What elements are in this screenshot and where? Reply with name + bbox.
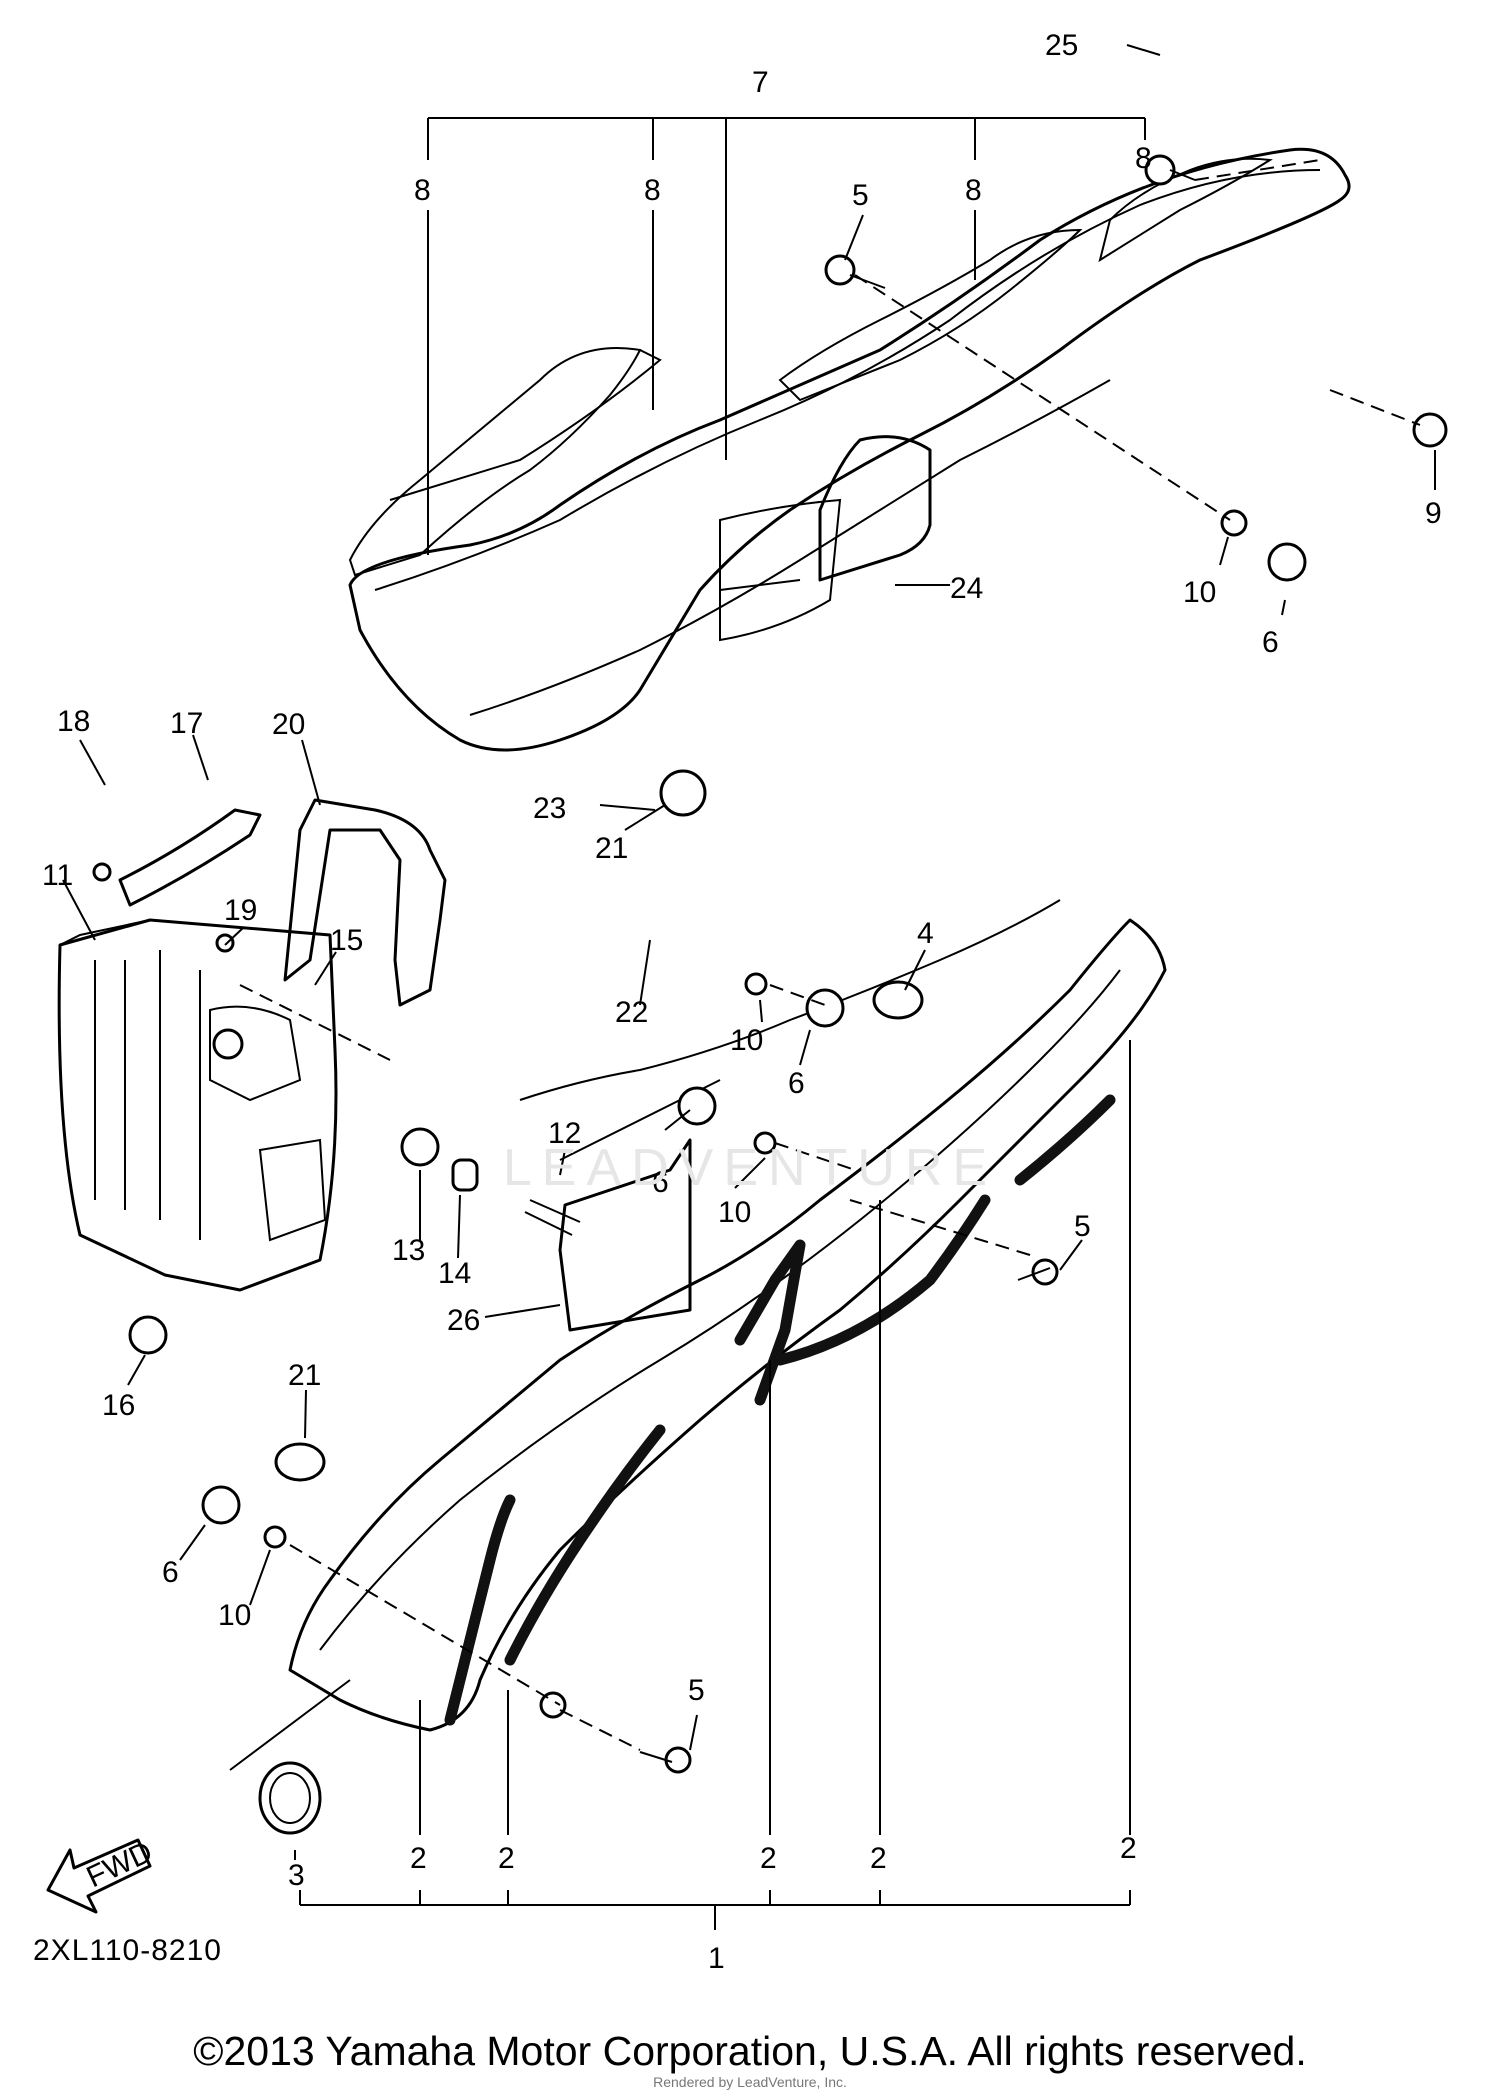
protector: [558, 1138, 692, 1332]
upper-side-cover: [348, 147, 1351, 752]
callout-11: 11: [42, 859, 73, 892]
callout-6-a: 6: [1262, 626, 1279, 659]
callout-21-a: 21: [595, 832, 628, 865]
callout-8-b: 8: [644, 174, 661, 207]
callout-10-a: 10: [1183, 576, 1216, 609]
watermark: LEADVENTURE: [502, 1139, 998, 1197]
callout-10-d: 10: [218, 1599, 251, 1632]
callout-10-b: 10: [730, 1024, 763, 1057]
drawing-code: 2XL110-8210: [33, 1934, 222, 1967]
callout-2-a: 2: [410, 1842, 427, 1875]
bracket: [283, 798, 447, 1007]
callout-24: 24: [950, 572, 983, 605]
callout-9: 9: [1425, 497, 1442, 530]
callout-2-b: 2: [498, 1842, 515, 1875]
copyright-notice: ©2013 Yamaha Motor Corporation, U.S.A. A…: [193, 2028, 1307, 2074]
trim-stripes: [444, 1094, 1116, 1726]
callouts: 25 7 8 8 8 8 5 9 10 6 24 18 17 20 11 19 …: [42, 29, 1442, 1975]
callout-8-c: 8: [965, 174, 982, 207]
callout-23: 23: [533, 792, 566, 825]
callout-6-b: 6: [788, 1067, 805, 1100]
fwd-arrow: FWD: [46, 1835, 158, 1914]
callout-20: 20: [272, 708, 305, 741]
fwd-label: FWD: [82, 1835, 158, 1894]
callout-4: 4: [917, 917, 934, 950]
callout-8-a: 8: [414, 174, 431, 207]
callout-2-d: 2: [870, 1842, 887, 1875]
callout-3: 3: [288, 1859, 305, 1892]
callout-14: 14: [438, 1257, 471, 1290]
callout-18: 18: [57, 705, 90, 738]
leader-lines: [62, 44, 1436, 1930]
callout-16: 16: [102, 1389, 135, 1422]
callout-13: 13: [392, 1234, 425, 1267]
callout-25: 25: [1045, 29, 1078, 62]
callout-2-e: 2: [1120, 1832, 1137, 1865]
callout-12: 12: [548, 1117, 581, 1150]
callout-2-c: 2: [760, 1842, 777, 1875]
strap: [118, 808, 262, 907]
callout-17: 17: [170, 707, 203, 740]
callout-8-d: 8: [1135, 142, 1152, 175]
callout-1: 1: [708, 1942, 725, 1975]
callout-6-d: 6: [162, 1556, 179, 1589]
battery-box: [57, 918, 338, 1292]
callout-5-c: 5: [688, 1674, 705, 1707]
callout-15: 15: [330, 924, 363, 957]
callout-5-a: 5: [852, 179, 869, 212]
callout-26: 26: [447, 1304, 480, 1337]
callout-5-b: 5: [1074, 1210, 1091, 1243]
callout-22: 22: [615, 996, 648, 1029]
callout-21-b: 21: [288, 1359, 321, 1392]
assembly-lines: [239, 159, 1421, 1751]
callout-7: 7: [752, 66, 769, 99]
callout-10-c: 10: [718, 1196, 751, 1229]
decals: [348, 157, 1273, 577]
callout-6-c: 6: [652, 1166, 669, 1199]
callout-19: 19: [224, 894, 257, 927]
fasteners: [92, 154, 1448, 1835]
renderer-credit: Rendered by LeadVenture, Inc.: [653, 2074, 847, 2090]
lower-side-cover: [288, 899, 1167, 1732]
